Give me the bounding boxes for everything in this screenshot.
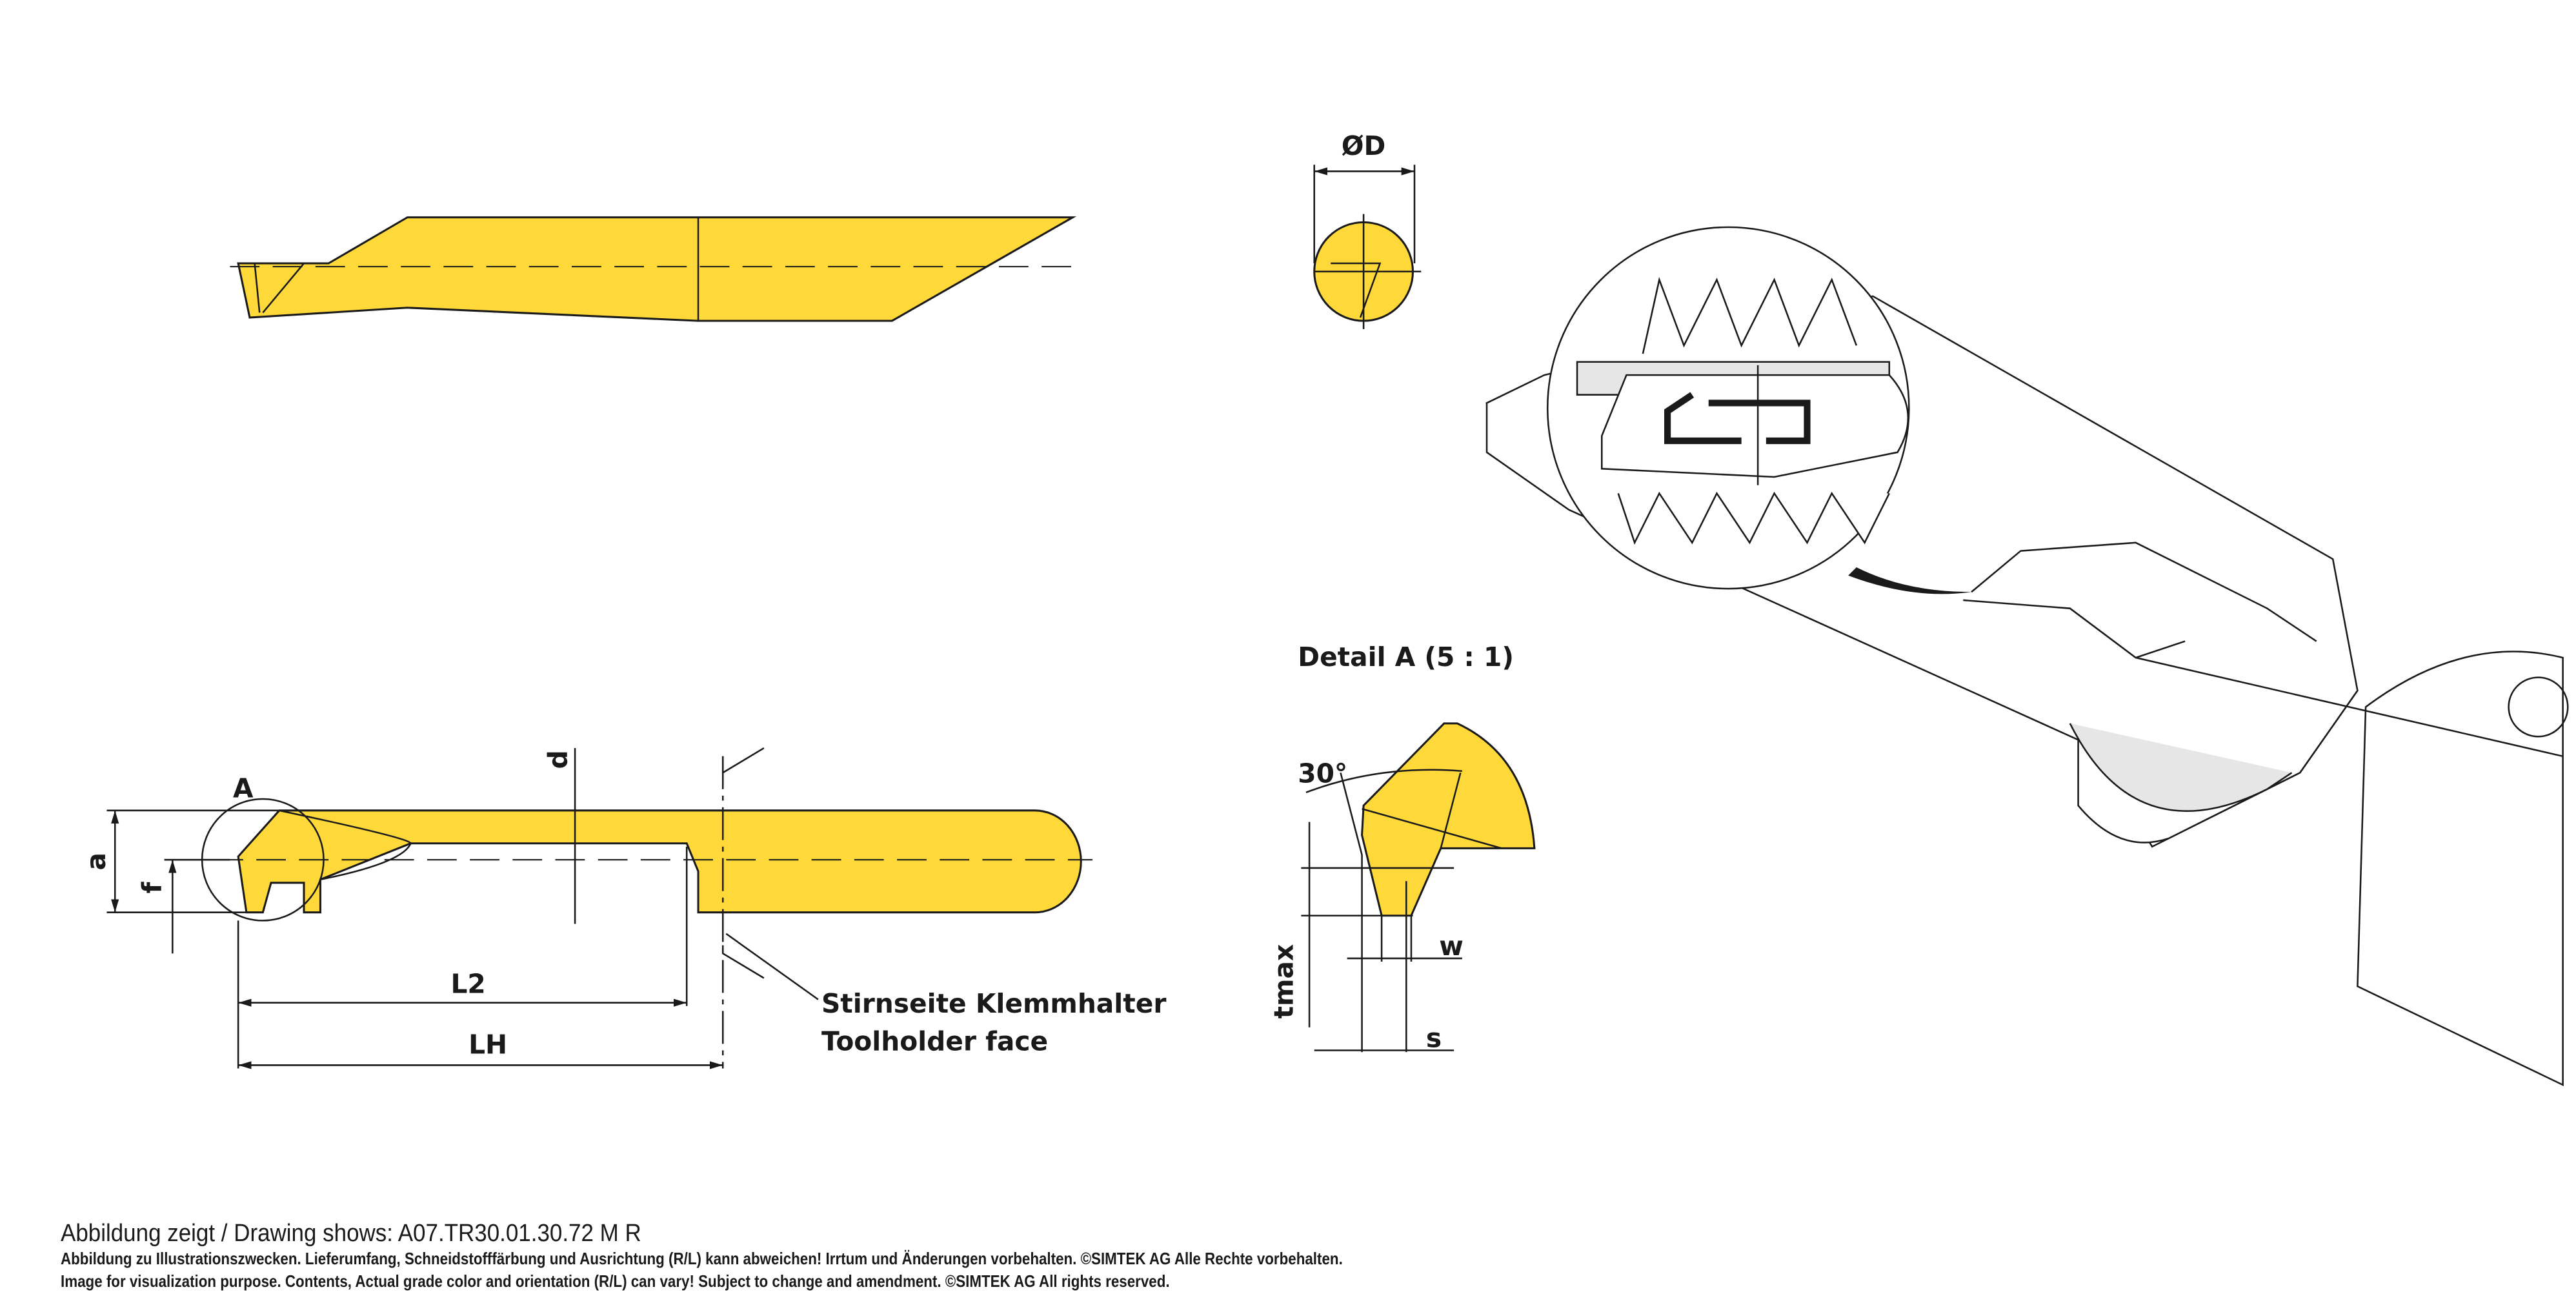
dimension-d-label: d [542, 750, 573, 769]
detail-a-marker: A [233, 773, 254, 804]
drawing-shows-caption: Abbildung zeigt / Drawing shows: A07.TR3… [61, 1220, 641, 1247]
disclaimer-de: Abbildung zu Illustrationszwecken. Liefe… [61, 1249, 1343, 1268]
dimension-s-label: s [1426, 1022, 1442, 1053]
dimension-w-label: w [1439, 931, 1464, 962]
toolholder-face-label-de: Stirnseite Klemmhalter [821, 988, 1166, 1019]
diameter-label: ØD [1342, 130, 1385, 161]
tool-side-view: A a f d L2 LH Stirnseite Klemmhalter Too… [81, 747, 1166, 1069]
toolholder-face-label-en: Toolholder face [821, 1026, 1048, 1057]
detail-a: Detail A (5 : 1) 30° tmax w s [1269, 642, 1536, 1053]
detail-a-title: Detail A (5 : 1) [1298, 642, 1514, 672]
disclaimer-en: Image for visualization purpose. Content… [61, 1271, 1170, 1291]
dimension-lh-label: LH [468, 1029, 507, 1060]
dimension-l2-label: L2 [450, 968, 485, 999]
dimension-a-label: a [81, 853, 112, 870]
tmax-label: tmax [1269, 944, 1300, 1019]
angle-label: 30° [1298, 758, 1347, 789]
tool-top-view [230, 216, 1085, 322]
tool-end-view: ØD [1313, 130, 1422, 329]
isometric-holder-illustration [1485, 226, 2569, 1087]
dimension-f-label: f [137, 881, 168, 893]
